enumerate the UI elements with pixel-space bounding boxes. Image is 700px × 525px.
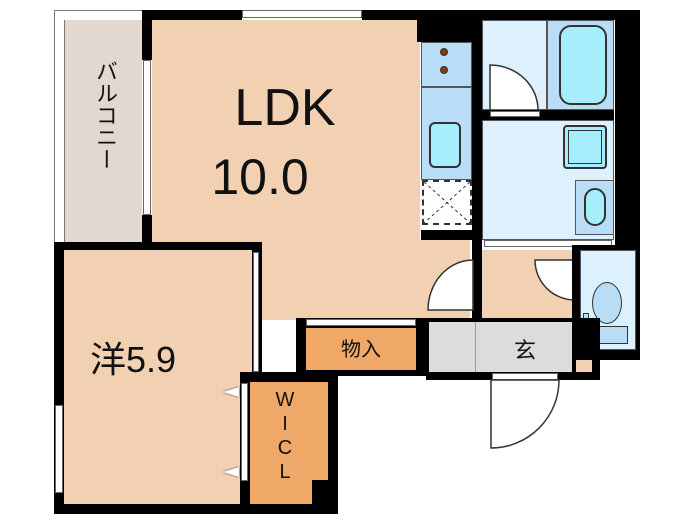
kitchen-wall-top (417, 20, 475, 42)
kitchen-wall-bottom (421, 230, 473, 240)
storage-room (306, 328, 416, 370)
front-door-threshold (492, 373, 558, 380)
wall-ldk-left (142, 10, 152, 60)
wic-label-w: W (275, 389, 295, 411)
fridge-space (422, 180, 472, 225)
entrance (429, 322, 572, 372)
cross-icon (423, 181, 471, 224)
entrance-corner (576, 360, 592, 372)
entrance-step-line (475, 322, 476, 372)
door-threshold (490, 111, 540, 117)
bathtub (559, 25, 607, 105)
entrance-label: 玄 (513, 338, 536, 363)
ldk-size: 10.0 (211, 149, 309, 205)
wic-door (241, 383, 248, 481)
wall-top-left (142, 10, 242, 20)
washroom-door (484, 240, 612, 247)
closet-door-western (253, 252, 259, 372)
window-balcony (143, 60, 151, 215)
western-room (64, 250, 252, 504)
wall-ldk-left-lower (142, 215, 152, 247)
washbasin (563, 125, 607, 169)
storage-label: 物入 (341, 339, 381, 361)
front-door-swing-icon[interactable] (490, 379, 560, 449)
wic-pillar (312, 480, 330, 504)
washing-machine-drain (584, 188, 606, 226)
wic-label-l: L (279, 461, 291, 483)
stove-burner-icon (440, 48, 448, 56)
window-western (55, 405, 63, 493)
door-swing-icon (489, 64, 539, 111)
wall-right (615, 10, 640, 245)
door-arrow-icon (223, 467, 239, 477)
toilet-bowl-icon (592, 282, 622, 324)
wall-top-right (362, 10, 640, 20)
door-arrow-icon (223, 387, 239, 397)
balcony-label: バルコニー (93, 60, 118, 170)
ldk-name: LDK (234, 79, 336, 137)
door-swing-icon (427, 259, 474, 311)
storage-door (306, 319, 416, 326)
wall-hall-left (472, 250, 482, 320)
stove-burner-icon (440, 66, 448, 74)
western-label: 洋5.9 (90, 339, 177, 380)
door-swing-icon (534, 259, 576, 301)
wic-label-i: I (282, 413, 288, 435)
kitchen-sink (429, 122, 461, 168)
balcony (64, 20, 142, 242)
wall-bath-divider (482, 110, 614, 120)
wic-label-c: C (277, 437, 293, 459)
wall-wet-left (472, 10, 482, 250)
window-top (242, 10, 362, 18)
